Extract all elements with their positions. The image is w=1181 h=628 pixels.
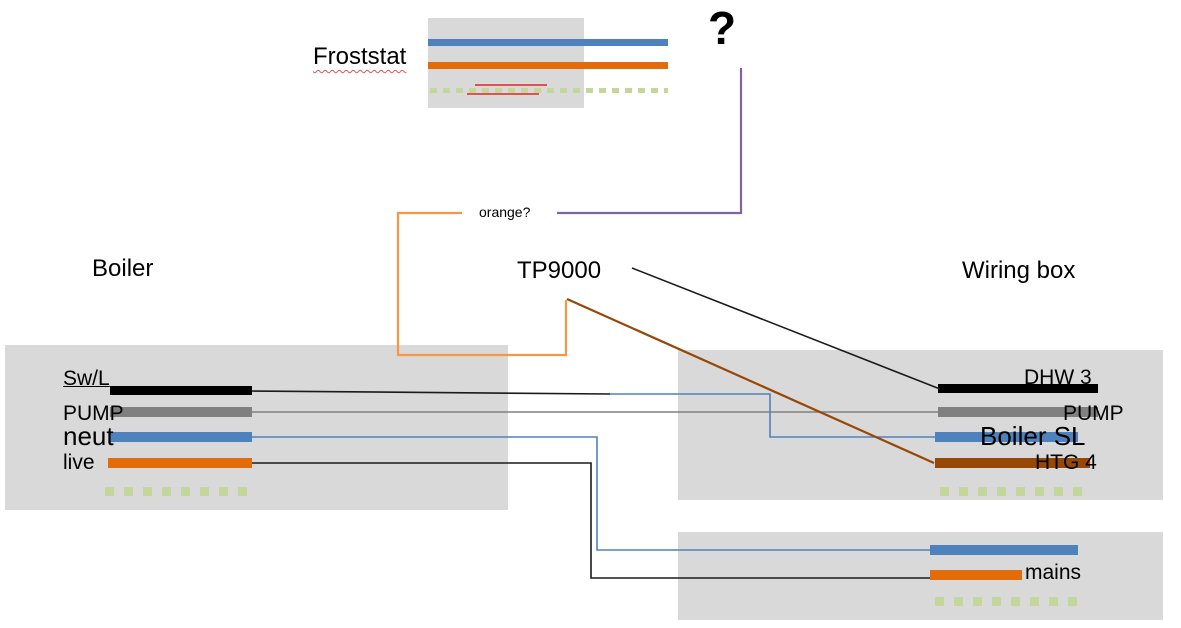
dhw3-label: DHW 3 [1024, 366, 1092, 389]
neut-label: neut [63, 421, 114, 451]
mains-label: mains [1025, 561, 1082, 584]
red-mark-bottom [467, 93, 539, 95]
froststat-earth-wire [430, 88, 668, 93]
wiring-box-section-label: Wiring box [962, 257, 1076, 284]
mains-orange-wire [930, 570, 1022, 580]
froststat-label: Froststat [313, 43, 407, 70]
question-mark: ? [708, 2, 737, 54]
live-label: live [63, 451, 95, 474]
swl-label: Sw/L [63, 367, 110, 390]
mains-earth-wire [935, 597, 1085, 606]
dhw3-wire [938, 384, 1098, 393]
live-wire [108, 458, 252, 468]
htg4-wire [935, 458, 1090, 468]
htg4-label: HTG 4 [1035, 451, 1097, 474]
pump-left-wire [110, 407, 252, 417]
froststat-blue-wire [428, 39, 668, 46]
mains-box [678, 532, 1163, 620]
pump-right-label: PUMP [1063, 402, 1124, 425]
boiler-earth-wire [105, 487, 253, 496]
tp9000-label: TP9000 [517, 257, 602, 284]
orange-link-line [396, 211, 568, 357]
boiler-section-label: Boiler [92, 255, 154, 282]
boiler-sl-wire [935, 432, 1078, 442]
boiler-sl-label: Boiler SL [980, 421, 1086, 451]
pump-left-label: PUMP [63, 402, 124, 425]
red-mark-top [475, 84, 547, 86]
froststat-orange-wire [428, 62, 668, 69]
mains-blue-wire [930, 545, 1078, 555]
neut-wire [110, 432, 252, 442]
swl-wire [110, 386, 252, 395]
orange-note: orange? [479, 204, 531, 220]
pump-right-wire [938, 407, 1098, 417]
wiring-box-earth-wire [940, 487, 1090, 496]
